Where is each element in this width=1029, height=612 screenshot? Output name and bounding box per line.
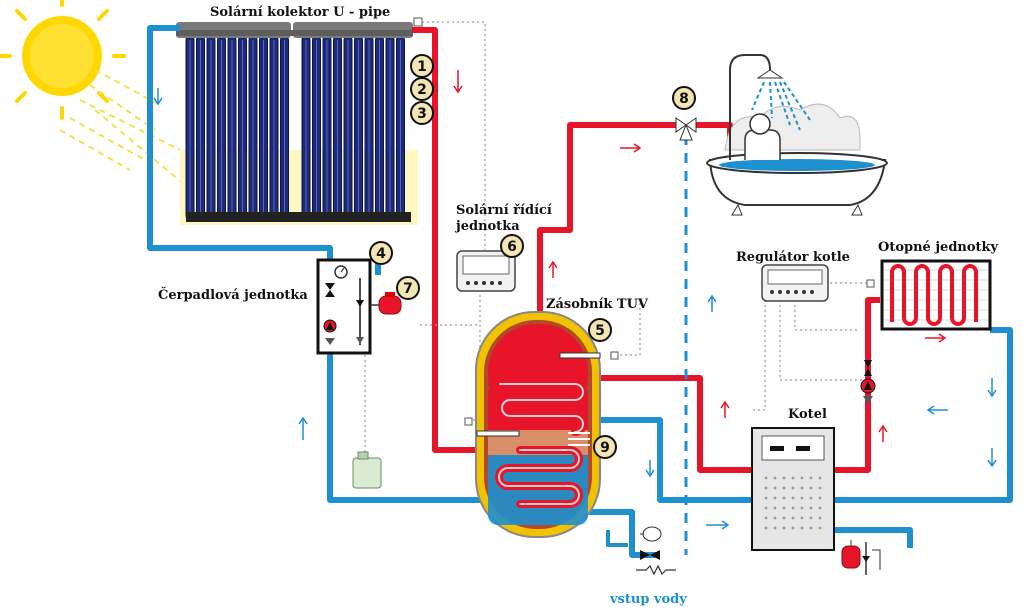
vent-dot: [764, 496, 768, 500]
collection-canister: [352, 451, 382, 489]
vent-dot: [791, 516, 795, 520]
pump-unit-label: Čerpadlová jednotka: [158, 286, 308, 303]
marker-9-badge: [593, 435, 617, 459]
vent-dot: [791, 506, 795, 510]
pump-unit: [316, 258, 372, 355]
cold-inlet-assembly: [636, 526, 676, 576]
vent-dot: [764, 506, 768, 510]
sun: [0, 0, 126, 120]
vent-dot: [782, 526, 786, 530]
marker-7-label: 7: [403, 281, 413, 297]
marker-4-label: 4: [376, 246, 386, 262]
vent-dot: [782, 496, 786, 500]
vent-dot: [791, 526, 795, 530]
vent-dot: [818, 496, 822, 500]
boiler-regulator-label: Regulátor kotle: [736, 250, 850, 265]
flow-arrows: [153, 70, 997, 530]
vent-dot: [764, 476, 768, 480]
controller-label-line1: Solární řídící: [456, 203, 552, 218]
vent-dot: [809, 476, 813, 480]
boiler-expansion-vessel: [841, 540, 881, 575]
vent-dot: [773, 526, 777, 530]
vent-dot: [773, 516, 777, 520]
vent-dot: [809, 506, 813, 510]
vent-dot: [800, 516, 804, 520]
heating-pump: [860, 360, 876, 404]
marker-8-badge: [672, 86, 696, 110]
vent-dot: [782, 486, 786, 490]
number-markers: 1 2 3 4 5 6 7 8 9: [369, 54, 696, 459]
marker-5-label: 5: [595, 323, 605, 339]
vent-dot: [773, 486, 777, 490]
vent-dot: [791, 476, 795, 480]
vent-dot: [809, 486, 813, 490]
boiler-vents: [764, 476, 822, 530]
solar-controller: [456, 250, 516, 292]
marker-2-badge: [410, 77, 434, 101]
bathtub: [706, 54, 888, 216]
vent-dot: [764, 526, 768, 530]
marker-5-badge: [588, 318, 612, 342]
marker-9-label: 9: [600, 440, 610, 456]
sensor-icon: [610, 351, 619, 360]
vent-dot: [773, 506, 777, 510]
solar-collector: [176, 22, 418, 225]
collector-label: Solární kolektor U - pipe: [210, 5, 390, 20]
vent-dot: [764, 516, 768, 520]
marker-3-label: 3: [417, 106, 427, 122]
vent-dot: [818, 526, 822, 530]
marker-8-label: 8: [679, 91, 689, 107]
control-wiring: [364, 21, 870, 460]
heating-units-label: Otopné jednotky: [878, 240, 999, 255]
vent-dot: [764, 486, 768, 490]
vent-dot: [782, 516, 786, 520]
vent-dot: [800, 526, 804, 530]
vent-dot: [773, 476, 777, 480]
boiler: [751, 427, 835, 551]
marker-1-label: 1: [417, 59, 427, 75]
storage-tank: [475, 311, 601, 538]
vent-dot: [809, 526, 813, 530]
vent-dot: [791, 496, 795, 500]
marker-3-badge: [410, 101, 434, 125]
boiler-label: Kotel: [788, 407, 827, 422]
marker-6-badge: [500, 234, 524, 258]
tank-label: Zásobník TUV: [546, 297, 649, 312]
vent-dot: [791, 486, 795, 490]
boiler-regulator: [761, 264, 829, 302]
mixing-valve: [675, 117, 697, 141]
vent-dot: [818, 516, 822, 520]
marker-6-label: 6: [507, 239, 517, 255]
sensor-icon: [413, 17, 423, 27]
expansion-vessel: [370, 292, 402, 315]
controller-label-line2: jednotka: [455, 219, 520, 234]
vent-dot: [782, 506, 786, 510]
marker-2-label: 2: [417, 82, 427, 98]
vent-dot: [809, 496, 813, 500]
vent-dot: [818, 476, 822, 480]
sensor-icon: [464, 417, 473, 426]
vent-dot: [773, 496, 777, 500]
vent-dot: [782, 476, 786, 480]
heating-units: [880, 259, 992, 331]
vent-dot: [800, 486, 804, 490]
sun-rays: [59, 69, 186, 186]
water-inlet-label: vstup vody: [609, 592, 687, 607]
vent-dot: [818, 486, 822, 490]
vent-dot: [818, 506, 822, 510]
sensor-icon: [866, 279, 875, 288]
vent-dot: [800, 496, 804, 500]
marker-4-badge: [369, 241, 393, 265]
marker-7-badge: [396, 276, 420, 300]
vent-dot: [800, 476, 804, 480]
vent-dot: [809, 516, 813, 520]
vent-dot: [800, 506, 804, 510]
